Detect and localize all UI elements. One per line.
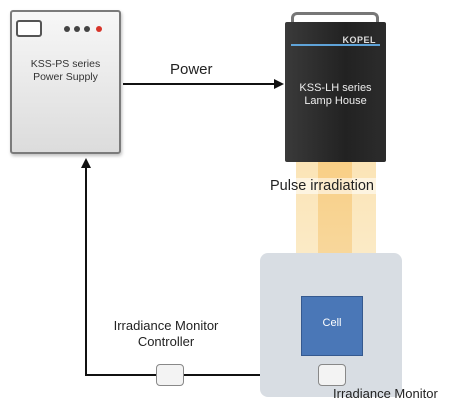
cell-label: Cell (322, 317, 342, 329)
monitor-controller-box (156, 364, 184, 386)
indicator-dot (84, 26, 90, 32)
power-label: Power (170, 61, 213, 78)
power-supply-display (16, 20, 42, 37)
pulse-irradiation-label: Pulse irradiation (267, 178, 377, 194)
cell-block (301, 296, 363, 356)
irradiance-monitor-label: Irradiance Monitor (333, 386, 438, 401)
brand-logo: KOPEL (342, 35, 376, 45)
power-indicator-icon (96, 26, 102, 32)
feedback-arrow (81, 158, 156, 376)
indicator-dot (64, 26, 70, 32)
irradiance-sensor-box (318, 364, 346, 386)
power-supply-label-line1: KSS-PS series (30, 58, 101, 70)
controller-label-line2: Controller (137, 334, 195, 349)
power-supply-label-line2: Power Supply (33, 71, 98, 83)
lamp-house-label: KSS-LH series Lamp House (285, 82, 386, 108)
lamp-house-label-line2: Lamp House (304, 95, 367, 107)
indicator-dot (74, 26, 80, 32)
power-supply-label: KSS-PS series Power Supply (10, 58, 121, 84)
controller-label-line1: Irradiance Monitor (113, 318, 219, 333)
lamp-house-label-line1: KSS-LH series (299, 82, 372, 94)
lamp-house-stripe (291, 44, 380, 46)
